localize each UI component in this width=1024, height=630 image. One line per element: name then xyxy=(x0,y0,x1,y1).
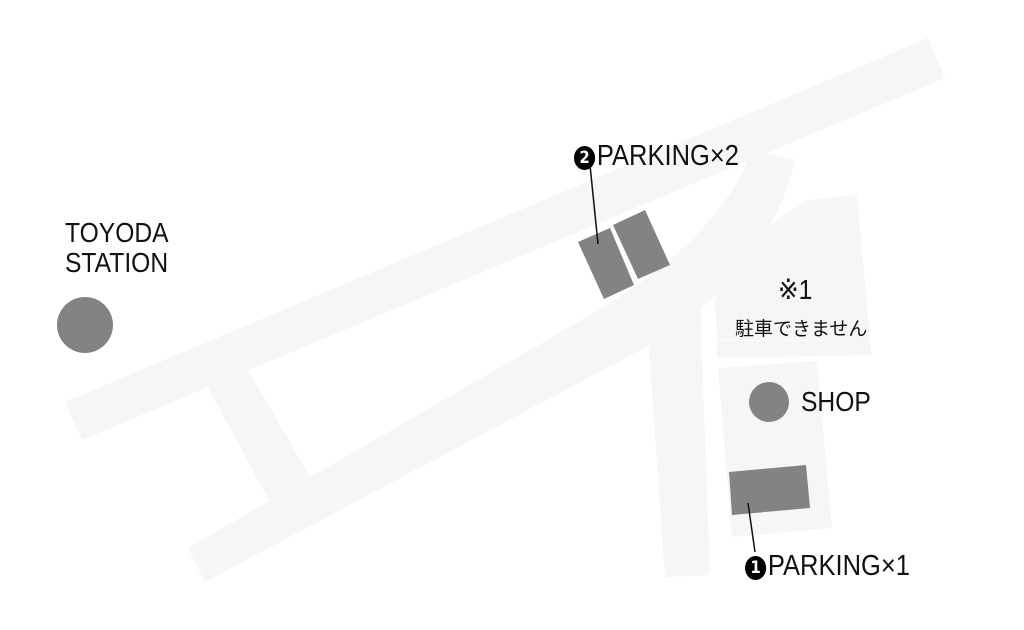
curved-road xyxy=(188,150,795,582)
shop-label: SHOP xyxy=(801,386,871,417)
note-mark: ※1 xyxy=(778,274,813,305)
station-label: TOYODA STATION xyxy=(65,218,169,278)
station-marker xyxy=(57,297,113,353)
parking-1-leader-line xyxy=(747,502,756,553)
station-label-line1: TOYODA xyxy=(65,217,169,248)
parking-1-space[interactable] xyxy=(729,465,810,515)
connector-road xyxy=(205,365,312,502)
parking-2-space-a[interactable] xyxy=(578,228,634,299)
parking-2-text: PARKING×2 xyxy=(596,140,739,172)
number-1-badge: 1 xyxy=(745,556,767,580)
number-2-badge: 2 xyxy=(574,146,596,170)
shop-marker xyxy=(749,382,789,422)
vertical-road xyxy=(648,300,710,577)
side-road xyxy=(717,340,871,358)
parking-2-space-b[interactable] xyxy=(613,210,670,279)
parking-1-text: PARKING×1 xyxy=(767,550,910,582)
parking-2-leader-line xyxy=(589,164,599,245)
station-label-line2: STATION xyxy=(65,247,169,278)
main-road xyxy=(65,38,945,440)
no-parking-block xyxy=(715,195,870,340)
no-parking-note: 駐車できません xyxy=(735,318,868,340)
